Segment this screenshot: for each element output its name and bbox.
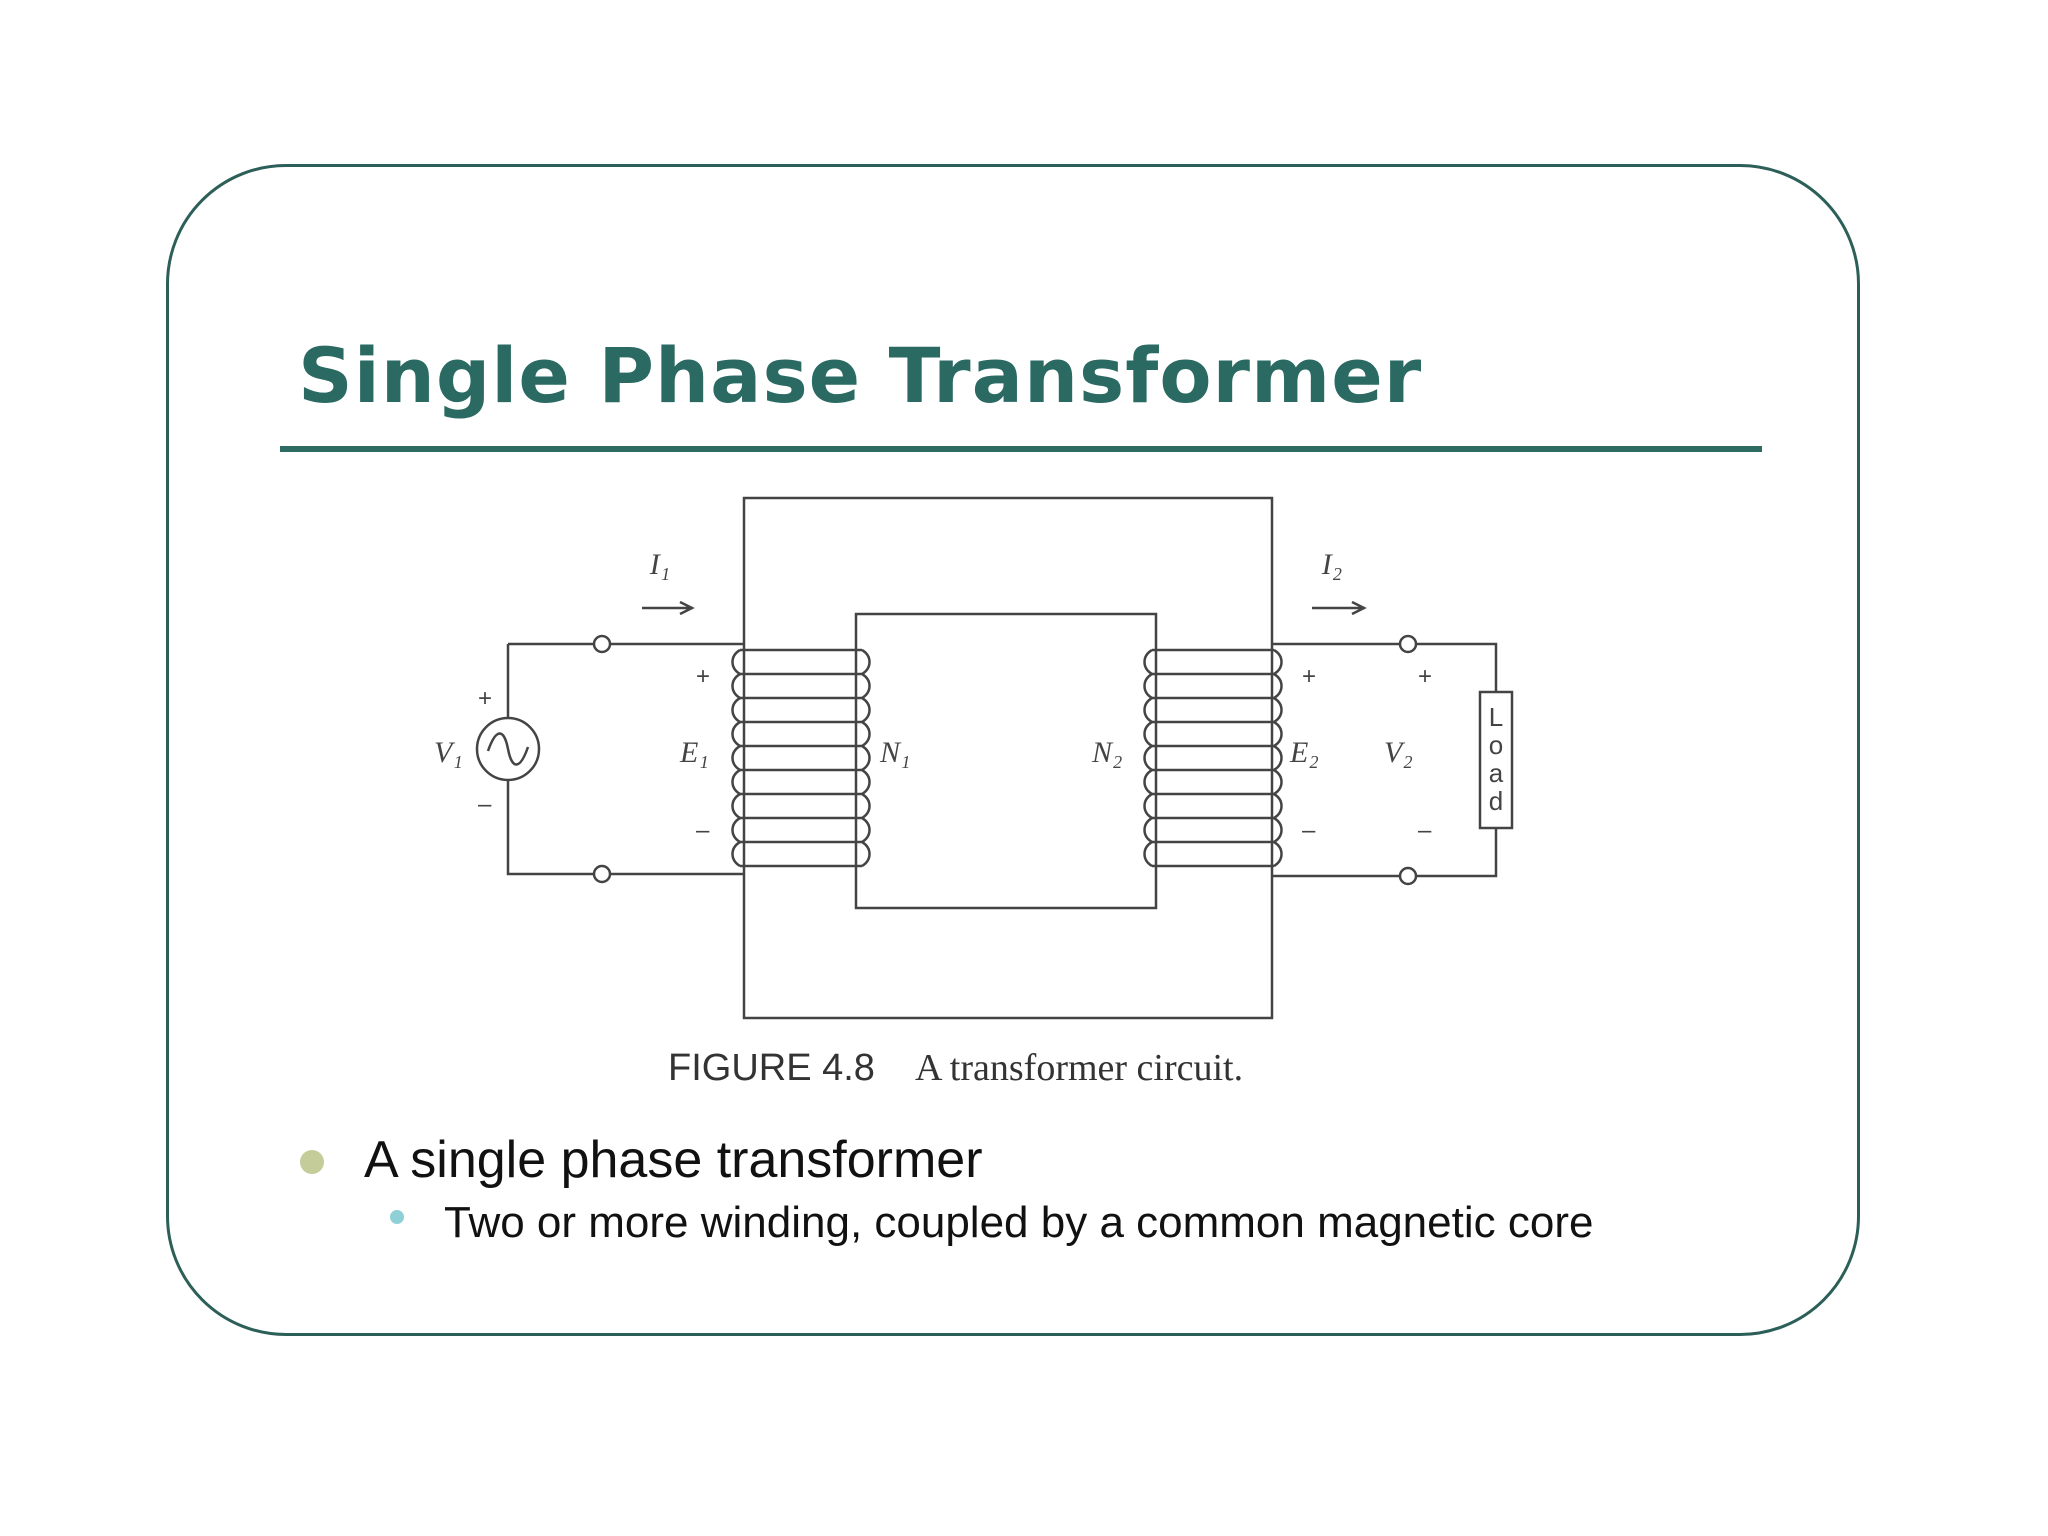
core-outer <box>742 496 1274 1020</box>
load-letter-2: o <box>1489 730 1503 760</box>
v2-minus-sign: – <box>1418 817 1432 844</box>
slide-frame <box>166 164 1860 1336</box>
i2-arrow-icon <box>1312 600 1367 616</box>
label-n2: N₂ <box>1091 736 1122 769</box>
e2-plus-sign: + <box>1302 663 1316 690</box>
bullet-text-1: A single phase transformer <box>364 1131 983 1189</box>
primary-terminal-bottom <box>592 864 612 884</box>
primary-winding <box>731 648 871 868</box>
bullet-dot-icon <box>300 1150 324 1174</box>
core-window <box>854 612 1158 910</box>
title-underline <box>280 446 1762 452</box>
secondary-top-wire <box>1272 642 1498 692</box>
label-i1: I₁ <box>649 548 670 581</box>
load-letter-3: a <box>1489 758 1504 788</box>
i1-arrow-icon <box>642 600 695 616</box>
ac-source-sine-icon <box>486 732 530 766</box>
bullet-text-2: Two or more winding, coupled by a common… <box>444 1198 1594 1247</box>
primary-terminal-top <box>592 634 612 654</box>
v1-plus-sign: + <box>478 685 492 712</box>
v1-minus-sign: – <box>478 791 492 818</box>
sub-bullet-dot-icon <box>390 1210 404 1224</box>
load-letter-4: d <box>1489 786 1503 816</box>
figure-caption: FIGURE 4.8 A transformer circuit. <box>668 1046 1243 1090</box>
v2-plus-sign: + <box>1418 663 1432 690</box>
label-e2: E₂ <box>1289 736 1319 769</box>
label-e1: E₁ <box>679 736 709 769</box>
load-letter-1: L <box>1489 702 1503 732</box>
secondary-bottom-wire <box>1272 828 1498 878</box>
slide-title: Single Phase Transformer <box>298 331 1423 420</box>
e1-plus-sign: + <box>696 663 710 690</box>
transformer-figure: I₁ I₂ V₁ V₂ E₁ E₂ N₁ N₂ + – + – + – + – … <box>400 490 1540 1100</box>
label-v1: V₁ <box>434 736 463 769</box>
figure-caption-label: FIGURE 4.8 <box>668 1047 875 1089</box>
e1-minus-sign: – <box>696 817 710 844</box>
secondary-terminal-bottom <box>1398 866 1418 886</box>
load-box <box>1478 690 1514 830</box>
e2-minus-sign: – <box>1302 817 1316 844</box>
secondary-winding <box>1143 648 1283 868</box>
figure-caption-text: A transformer circuit. <box>914 1047 1244 1089</box>
label-i2: I₂ <box>1321 548 1342 581</box>
label-v2: V₂ <box>1384 736 1413 769</box>
primary-bottom-wire <box>506 780 744 876</box>
transformer-diagram: I₁ I₂ V₁ V₂ E₁ E₂ N₁ N₂ + – + – + – + – … <box>434 496 1514 1020</box>
secondary-terminal-top <box>1398 634 1418 654</box>
label-n1: N₁ <box>879 736 910 769</box>
